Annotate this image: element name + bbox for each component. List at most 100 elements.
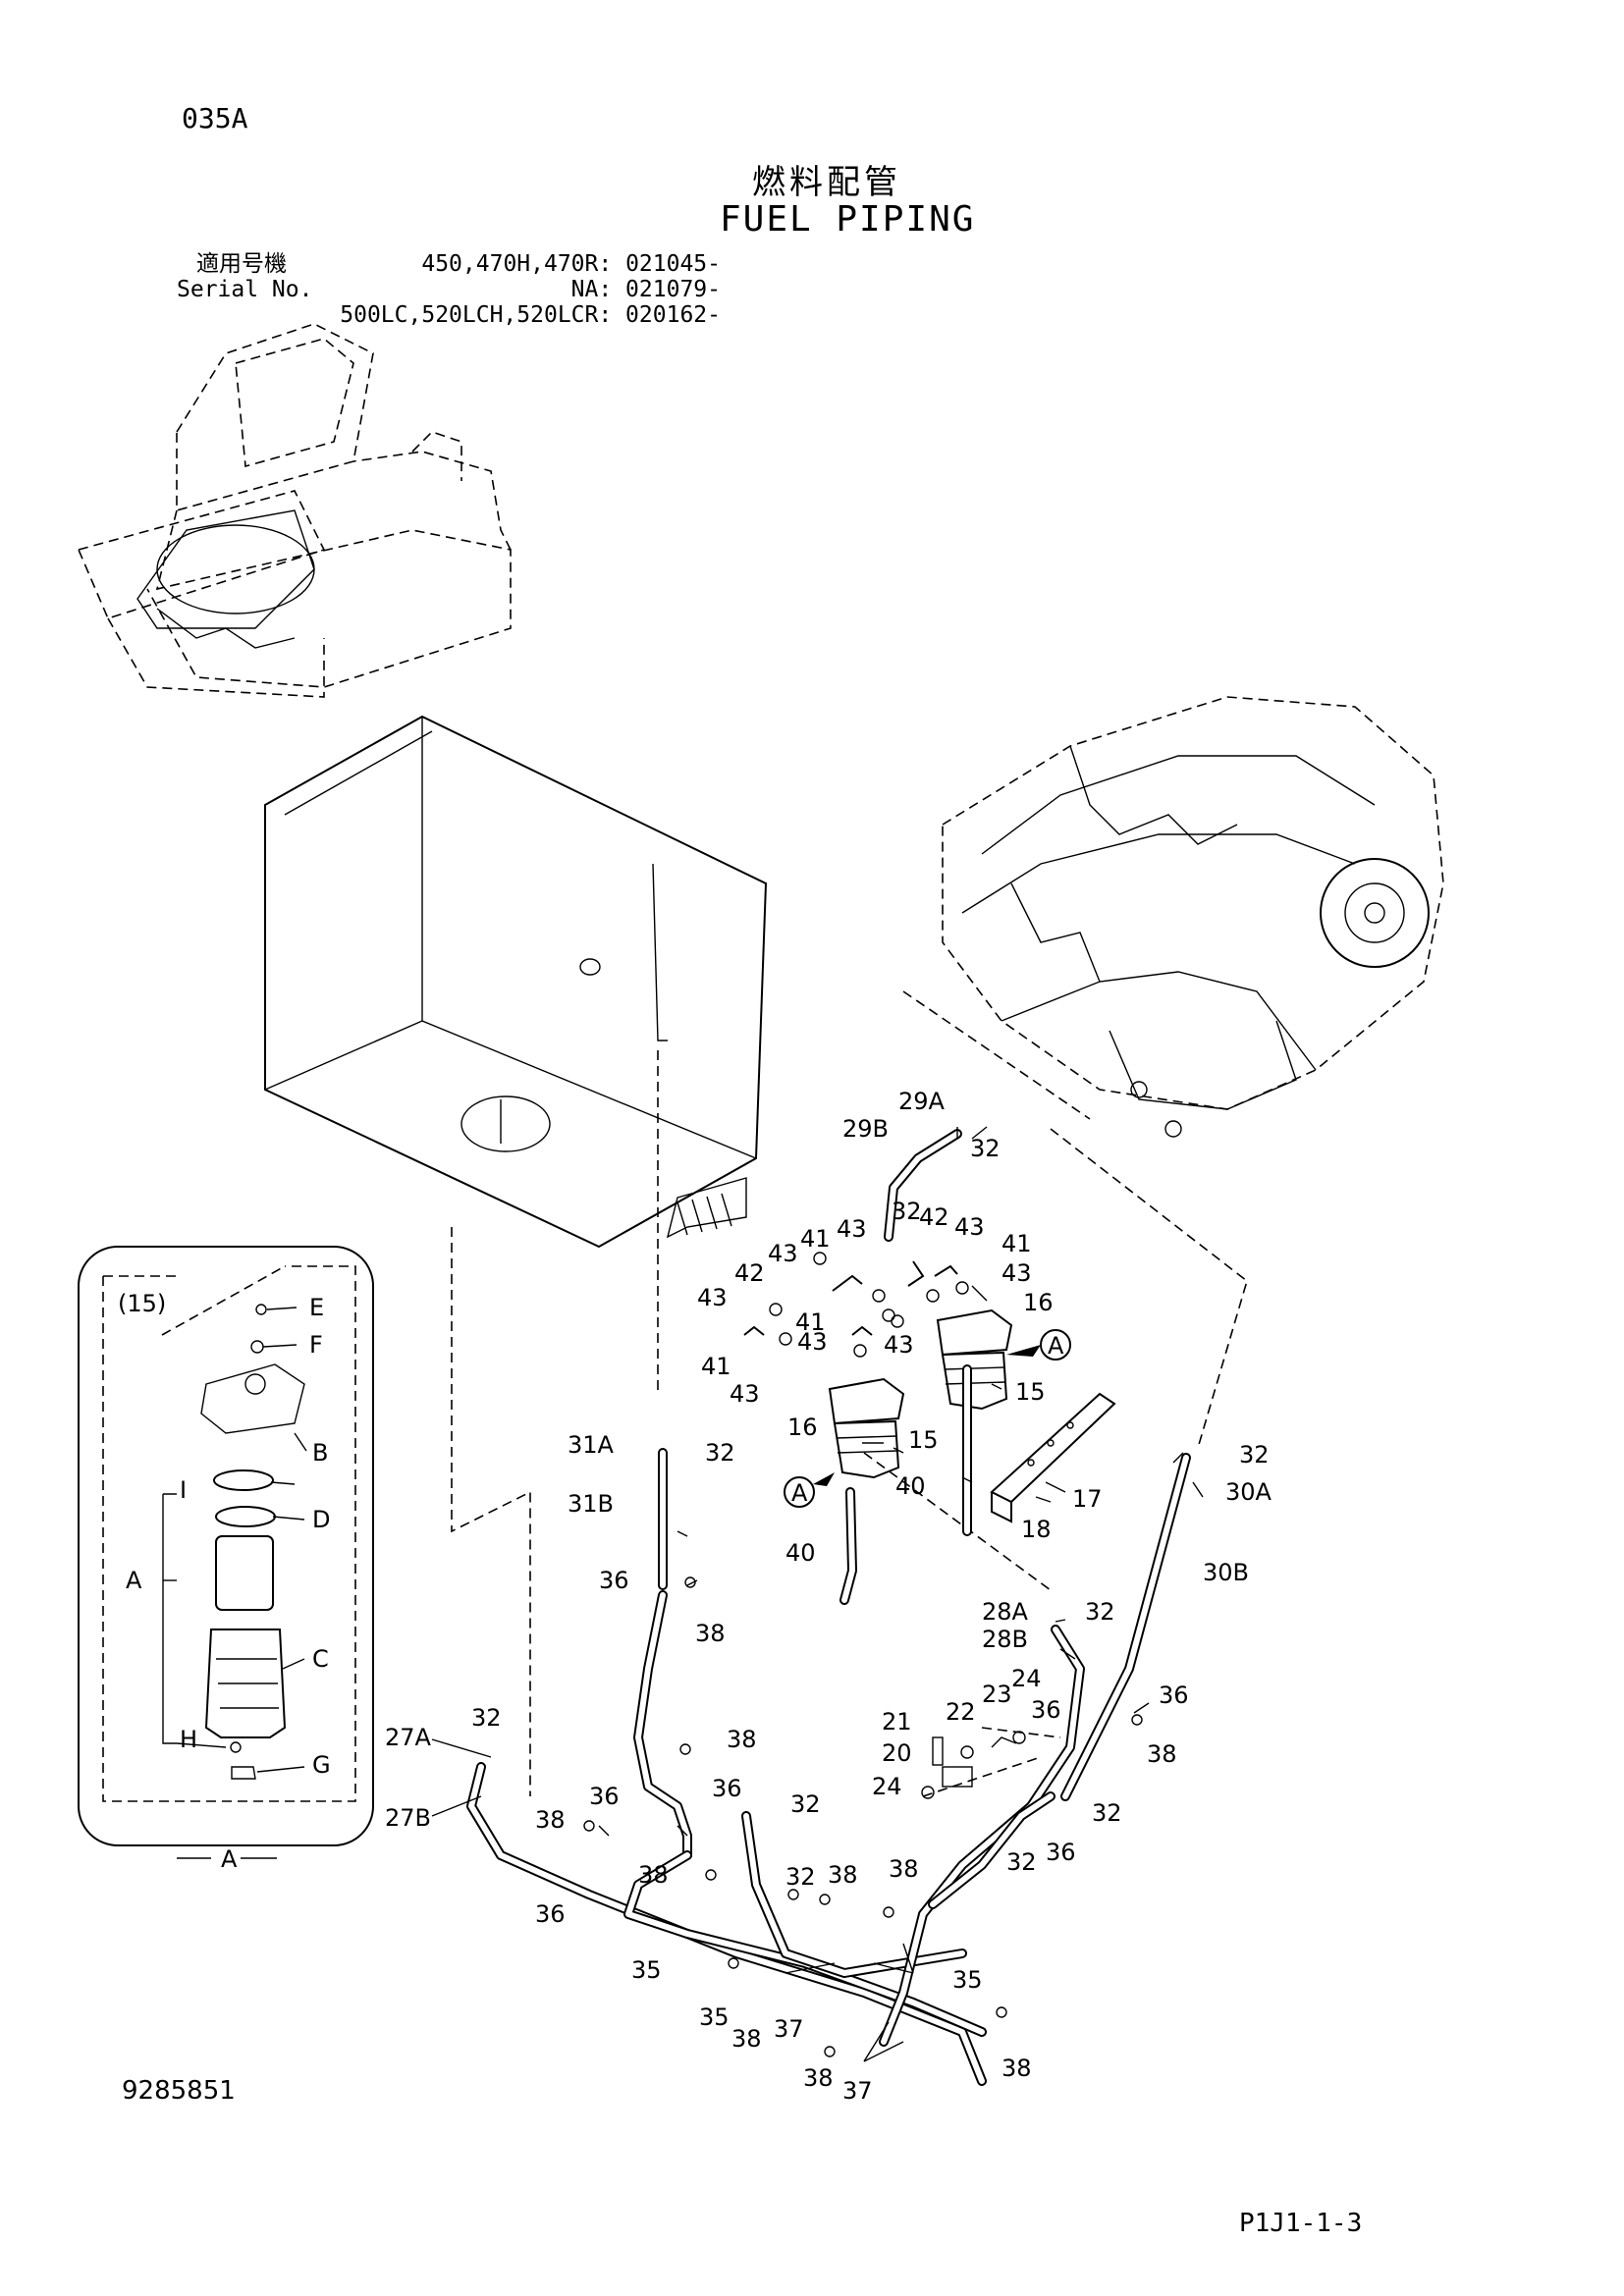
callout-28b: 28B (982, 1626, 1028, 1653)
callout-a-right: A (1048, 1332, 1064, 1360)
callout-36: 36 (535, 1900, 566, 1928)
callout-38: 38 (535, 1806, 566, 1834)
callout-22: 22 (946, 1698, 976, 1726)
callout-38: 38 (889, 1855, 919, 1883)
detail-a-label-c: C (312, 1645, 329, 1673)
callout-38: 38 (727, 1726, 757, 1753)
callout-27a: 27A (385, 1724, 432, 1751)
callout-leaders (431, 1126, 1204, 2062)
bolt-markers (583, 1576, 1143, 2057)
callout-41: 41 (1001, 1230, 1032, 1257)
title-japanese: 燃料配管 (752, 163, 901, 202)
detail-a-inset (78, 1246, 374, 1846)
serial-label-jp: 適用号機 (196, 251, 287, 277)
detail-a-label-d: D (312, 1506, 330, 1533)
callout-43: 43 (697, 1284, 728, 1311)
callout-23: 23 (982, 1681, 1012, 1708)
serial-line-3: 500LC,520LCH,520LCR: 020162- (340, 302, 721, 328)
callout-32: 32 (705, 1439, 735, 1467)
engine-illustration (902, 696, 1444, 1138)
callout-37: 37 (774, 2015, 804, 2043)
callout-35: 35 (952, 1966, 983, 1994)
callout-36: 36 (1031, 1696, 1061, 1724)
callout-35: 35 (631, 1956, 662, 1984)
title-english: FUEL PIPING (720, 199, 976, 240)
serial-label-en: Serial No. (177, 277, 313, 302)
callout-30b: 30B (1203, 1559, 1249, 1586)
callout-36: 36 (1046, 1839, 1076, 1866)
callout-38: 38 (638, 1861, 669, 1889)
callout-43: 43 (1001, 1259, 1032, 1287)
callout-43: 43 (954, 1213, 985, 1241)
arrow-icon (1006, 1345, 1041, 1357)
callout-29a: 29A (898, 1088, 946, 1115)
callout-17: 17 (1072, 1485, 1103, 1513)
callout-38: 38 (1147, 1740, 1177, 1768)
page-code: 035A (182, 102, 248, 134)
callout-32: 32 (1092, 1799, 1122, 1827)
callout-27b: 27B (385, 1804, 431, 1832)
callout-labels: 29A 29B 32 32 42 43 43 41 43 42 43 41 43… (385, 1088, 1272, 2105)
callout-32: 32 (1006, 1848, 1037, 1876)
callout-32: 32 (892, 1198, 922, 1225)
arrow-icon (813, 1472, 835, 1486)
filter-link-dashed-line (863, 1452, 1052, 1591)
callout-40: 40 (785, 1539, 816, 1567)
callout-16: 16 (787, 1414, 818, 1441)
callout-29b: 29B (842, 1115, 889, 1143)
detail-a-label-g: G (312, 1751, 331, 1779)
callout-32: 32 (1239, 1441, 1270, 1468)
callout-35: 35 (699, 2003, 730, 2031)
callout-38: 38 (828, 1861, 858, 1889)
callout-36: 36 (712, 1775, 742, 1802)
callout-31b: 31B (568, 1490, 614, 1518)
callout-41: 41 (795, 1308, 826, 1336)
fuel-hoses (466, 1129, 1191, 2086)
callout-31a: 31A (568, 1431, 615, 1459)
serial-line-1: 450,470H,470R: 021045- (421, 251, 721, 277)
callout-30a: 30A (1225, 1478, 1272, 1506)
page-reference: P1J1-1-3 (1239, 2209, 1363, 2238)
callout-43: 43 (884, 1331, 914, 1359)
callout-a-left: A (791, 1479, 808, 1507)
fuel-tank (264, 715, 768, 1249)
drawing-number: 9285851 (122, 2076, 236, 2106)
callout-28a: 28A (982, 1598, 1029, 1626)
callout-40: 40 (895, 1472, 926, 1500)
detail-a-label-i: I (180, 1476, 187, 1504)
mounting-bracket (990, 1392, 1116, 1523)
callout-43: 43 (797, 1328, 828, 1356)
engine-link-dashed-line (1050, 1128, 1248, 1449)
serial-line-2: NA: 021079- (570, 277, 721, 302)
callout-38: 38 (731, 2025, 762, 2053)
callout-36: 36 (1159, 1682, 1189, 1709)
callout-32: 32 (1085, 1598, 1115, 1626)
callout-36: 36 (589, 1783, 620, 1810)
callout-41: 41 (800, 1225, 831, 1253)
detail-a-label-h: H (180, 1726, 197, 1753)
callout-37: 37 (842, 2077, 873, 2105)
callout-43: 43 (837, 1215, 867, 1243)
callout-24: 24 (872, 1773, 902, 1800)
callout-32: 32 (471, 1704, 502, 1732)
detail-a-label-b: B (312, 1439, 328, 1467)
callout-15: 15 (908, 1426, 939, 1454)
connector-parts (921, 1727, 1061, 1799)
callout-16: 16 (1023, 1289, 1054, 1316)
callout-38: 38 (695, 1620, 726, 1647)
callout-15: 15 (1015, 1378, 1046, 1406)
callout-43: 43 (730, 1380, 760, 1408)
callout-42: 42 (734, 1259, 765, 1287)
callout-24: 24 (1011, 1665, 1042, 1692)
tank-outline-dashed-line (451, 1227, 531, 1796)
callout-43: 43 (768, 1240, 798, 1267)
callout-32: 32 (790, 1790, 821, 1818)
detail-a-label-f: F (309, 1331, 323, 1359)
callout-42: 42 (919, 1203, 949, 1231)
callout-32: 32 (785, 1863, 816, 1891)
detail-a-caption: A (221, 1845, 238, 1873)
callout-32: 32 (970, 1135, 1001, 1162)
callout-38: 38 (803, 2064, 834, 2092)
fuel-filter-right (936, 1308, 1013, 1428)
